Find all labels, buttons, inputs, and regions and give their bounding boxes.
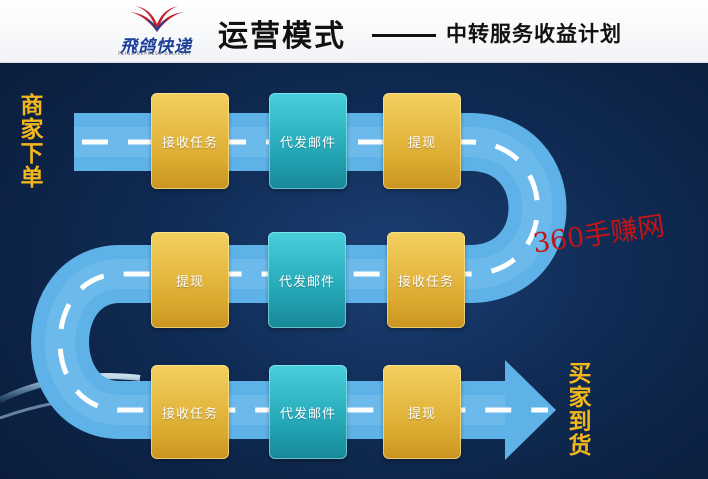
step-box: 代发邮件 bbox=[268, 232, 346, 328]
step-label: 提现 bbox=[175, 274, 204, 290]
step-label: 接收任务 bbox=[161, 406, 218, 422]
step-box: 接收任务 bbox=[151, 365, 229, 459]
step-box: 代发邮件 bbox=[269, 365, 347, 459]
logo-text: 飛鸽快递 bbox=[120, 37, 192, 57]
brand-logo: 飛鸽快递 FEIGE EXPRESS DELIVERY bbox=[102, 2, 208, 58]
step-label: 代发邮件 bbox=[279, 406, 336, 422]
title-divider bbox=[372, 34, 436, 37]
start-label: 商家下单 bbox=[20, 93, 44, 191]
step-label: 提现 bbox=[407, 406, 436, 422]
end-label: 买家到货 bbox=[568, 361, 592, 459]
page-subtitle: 中转服务收益计划 bbox=[446, 22, 622, 46]
arrow-head-icon bbox=[505, 360, 556, 460]
step-box: 接收任务 bbox=[387, 232, 465, 328]
step-box: 提现 bbox=[383, 365, 461, 459]
step-box: 接收任务 bbox=[151, 93, 229, 189]
step-box: 代发邮件 bbox=[269, 93, 347, 189]
logo-subtext: FEIGE EXPRESS DELIVERY bbox=[118, 51, 192, 56]
page-title: 运营模式 bbox=[218, 19, 346, 54]
step-label: 代发邮件 bbox=[279, 135, 336, 151]
step-label: 接收任务 bbox=[397, 274, 454, 290]
step-label: 代发邮件 bbox=[278, 274, 335, 290]
step-box: 提现 bbox=[151, 232, 229, 328]
step-box: 提现 bbox=[383, 93, 461, 189]
wing-logo-icon bbox=[130, 6, 184, 32]
step-label: 提现 bbox=[407, 135, 436, 151]
step-label: 接收任务 bbox=[161, 135, 218, 151]
header-bar: 飛鸽快递 FEIGE EXPRESS DELIVERY 运营模式 中转服务收益计… bbox=[0, 0, 708, 63]
